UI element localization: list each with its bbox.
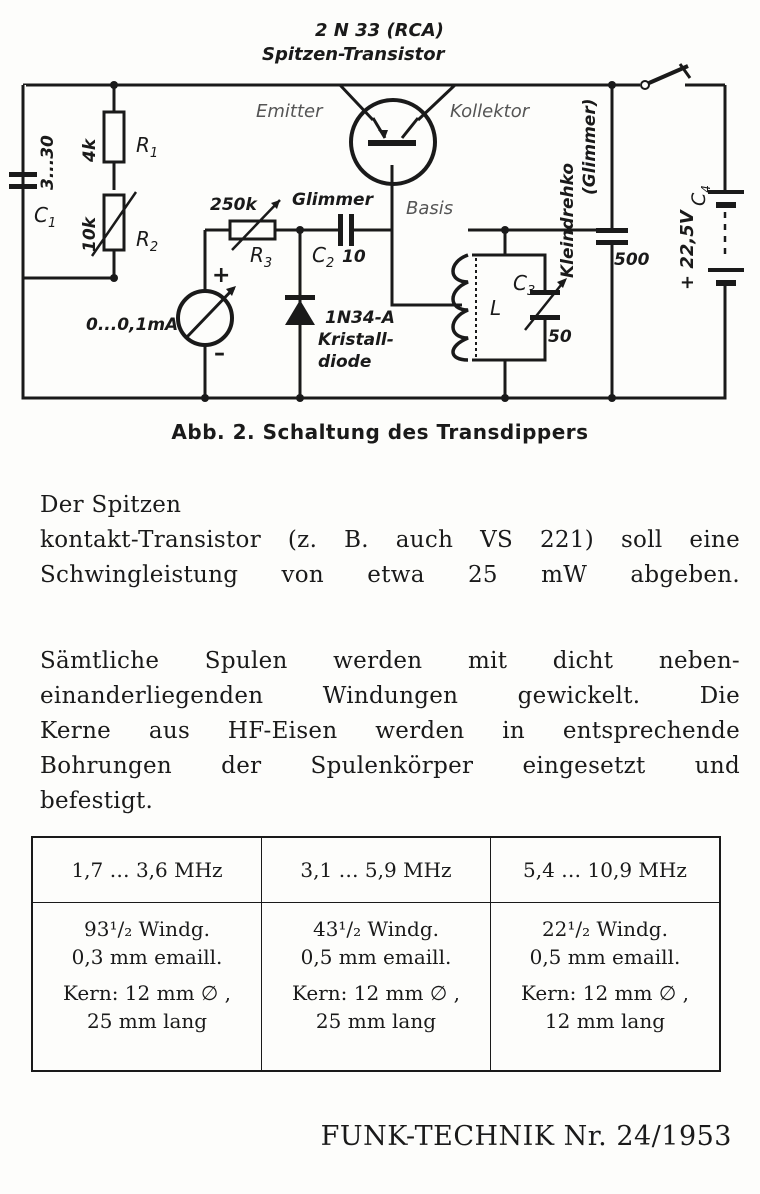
battery-symbol — [708, 190, 744, 298]
paragraph-2-line-1: Sämtliche Spulen werden mit dicht neben- — [40, 648, 740, 674]
r1-name: R1 — [136, 133, 158, 161]
resistor-r3-symbol — [228, 199, 281, 251]
core-value: Kern: 12 mm ∅ , — [291, 981, 460, 1005]
length-value: 25 mm lang — [86, 1009, 208, 1033]
c-500-value: 500 — [614, 250, 650, 270]
c3-value: 50 — [548, 327, 572, 347]
table-row: 93¹/₂ Windg. 0,3 mm emaill. Kern: 12 mm … — [31, 902, 721, 1072]
capacitor-c2-symbol — [338, 214, 354, 246]
table-cell: 43¹/₂ Windg. 0,5 mm emaill. Kern: 12 mm … — [261, 902, 491, 1072]
circuit-diagram: 2 N 33 (RCA) Spitzen-Transistor Emitter … — [9, 20, 744, 402]
windings-value: 43¹/₂ Windg. — [312, 917, 439, 941]
capacitor-c1-symbol — [9, 85, 37, 278]
transistor-type: 2 N 33 (RCA) — [315, 20, 444, 41]
glimmer-label: Glimmer — [292, 190, 375, 210]
coil-symbol — [451, 252, 477, 364]
wire-value: 0,3 mm emaill. — [71, 945, 223, 969]
capacitor-500-symbol — [596, 228, 628, 245]
paragraph-1-line-3: Schwingleistung von etwa 25 mW abgeben. — [40, 562, 740, 588]
paragraph-1: Der Spitzen kontakt-Transistor (z. B. au… — [40, 488, 740, 593]
paragraph-1-line-1: Der Spitzen — [40, 492, 182, 518]
windings-value: 22¹/₂ Windg. — [541, 917, 668, 941]
core-value: Kern: 12 mm ∅ , — [520, 981, 689, 1005]
c3-type-1: Kleindrehko — [558, 163, 578, 278]
meter-range: 0...0,1mA — [86, 315, 178, 335]
battery-voltage: + 22,5V — [677, 208, 698, 290]
c4-name: C4 — [688, 185, 713, 206]
r3-value: 250k — [210, 195, 258, 215]
junction-dots — [110, 81, 616, 402]
paragraph-2-line-3: Kerne aus HF-Eisen werden in entsprechen… — [40, 718, 740, 744]
switch-symbol — [640, 63, 692, 90]
length-value: 25 mm lang — [315, 1009, 437, 1033]
table-cell: 93¹/₂ Windg. 0,3 mm emaill. Kern: 12 mm … — [31, 902, 263, 1072]
paragraph-2-line-4: Bohrungen der Spulenkörper eingesetzt un… — [40, 753, 740, 779]
c3-type-2: (Glimmer) — [580, 99, 600, 196]
core-value: Kern: 12 mm ∅ , — [63, 981, 232, 1005]
table-header: 1,7 … 3,6 MHz — [31, 836, 263, 903]
meter-plus: + — [212, 263, 230, 288]
meter-minus: – — [214, 341, 225, 366]
figure-caption: Abb. 2. Schaltung des Transdippers — [171, 420, 589, 444]
table-header: 5,4 … 10,9 MHz — [489, 836, 721, 903]
paragraph-2-line-5: befestigt. — [40, 788, 154, 814]
c2-name: C2 — [312, 243, 334, 271]
publication-footer: FUNK-TECHNIK Nr. 24/1953 — [320, 1121, 732, 1152]
c1-value: 3...30 — [38, 135, 58, 190]
collector-label: Kollektor — [450, 101, 531, 122]
capacitor-c3-symbol — [524, 278, 567, 331]
resistor-r1-symbol — [102, 110, 126, 164]
table-cell: 22¹/₂ Windg. 0,5 mm emaill. Kern: 12 mm … — [489, 902, 721, 1072]
c1-name: C1 — [34, 203, 56, 231]
resistor-r2-symbol — [90, 191, 138, 257]
wire-value: 0,5 mm emaill. — [529, 945, 681, 969]
diode-symbol — [285, 295, 315, 325]
r2-name: R2 — [136, 227, 158, 255]
r2-value: 10k — [80, 215, 100, 252]
paragraph-2-line-2: einanderliegenden Windungen gewickelt. D… — [40, 683, 740, 709]
transistor-symbol — [349, 98, 437, 186]
diode-desc-1: Kristall- — [318, 330, 394, 350]
r3-name: R3 — [250, 243, 272, 271]
coil-table: 1,7 … 3,6 MHz 3,1 … 5,9 MHz 5,4 … 10,9 M… — [31, 836, 721, 1072]
emitter-label: Emitter — [256, 101, 324, 122]
r1-value: 4k — [80, 137, 100, 163]
length-value: 12 mm lang — [544, 1009, 666, 1033]
transistor-desc: Spitzen-Transistor — [262, 44, 446, 65]
wire-value: 0,5 mm emaill. — [300, 945, 452, 969]
meter-symbol — [176, 286, 236, 347]
base-label: Basis — [406, 198, 453, 219]
windings-value: 93¹/₂ Windg. — [84, 917, 211, 941]
table-header-row: 1,7 … 3,6 MHz 3,1 … 5,9 MHz 5,4 … 10,9 M… — [31, 836, 721, 903]
coil-label: L — [490, 296, 501, 320]
table-header: 3,1 … 5,9 MHz — [261, 836, 491, 903]
c2-value: 10 — [342, 247, 366, 267]
paragraph-1-line-2: kontakt-Transistor (z. B. auch VS 221) s… — [40, 527, 740, 553]
diode-desc-2: diode — [318, 352, 371, 372]
c3-name: C3 — [513, 271, 535, 299]
diode-type: 1N34-A — [325, 308, 395, 328]
paragraph-2: Sämtliche Spulen werden mit dicht neben-… — [40, 644, 740, 819]
